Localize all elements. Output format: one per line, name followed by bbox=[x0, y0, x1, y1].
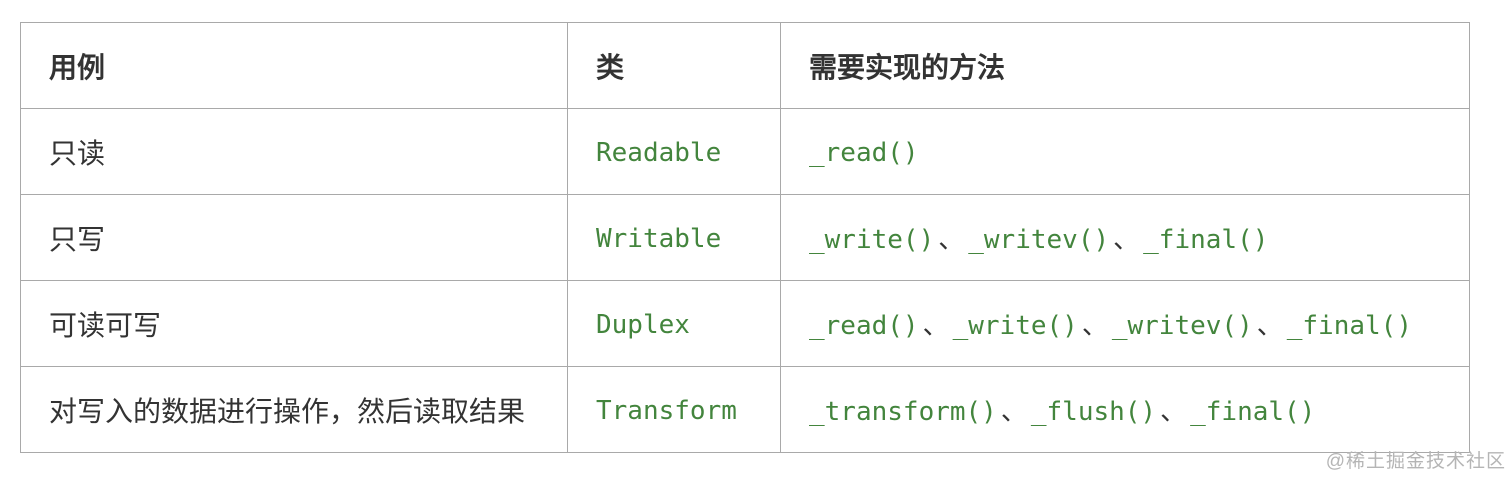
method-name: _write() bbox=[809, 225, 935, 255]
method-separator: 、 bbox=[1081, 311, 1108, 341]
method-name: _flush() bbox=[1030, 397, 1157, 427]
methods-cell: _transform()、_flush()、_final() bbox=[780, 366, 1470, 453]
table-row-duplex: 可读可写 Duplex _read()、_write()、_writev()、_… bbox=[20, 280, 1470, 367]
table-row-transform: 对写入的数据进行操作，然后读取结果 Transform _transform()… bbox=[20, 366, 1470, 453]
method-separator: 、 bbox=[1000, 397, 1027, 427]
use-case-cell: 只读 bbox=[20, 108, 568, 195]
method-name: _writev() bbox=[1111, 311, 1253, 341]
class-name: Writable bbox=[596, 223, 722, 254]
header-class: 类 bbox=[567, 22, 781, 109]
method-name: _write() bbox=[952, 311, 1078, 341]
use-case-cell: 对写入的数据进行操作，然后读取结果 bbox=[20, 366, 568, 453]
method-separator: 、 bbox=[1160, 397, 1187, 427]
watermark: @稀土掘金技术社区 bbox=[1325, 451, 1506, 472]
method-separator: 、 bbox=[1256, 311, 1283, 341]
class-cell: Writable bbox=[567, 194, 781, 281]
class-cell: Readable bbox=[567, 108, 781, 195]
use-case-cell: 只写 bbox=[20, 194, 568, 281]
class-cell: Transform bbox=[567, 366, 781, 453]
method-separator: 、 bbox=[922, 311, 949, 341]
methods-cell: _write()、_writev()、_final() bbox=[780, 194, 1470, 281]
method-separator: 、 bbox=[1113, 225, 1140, 255]
method-name: _final() bbox=[1190, 397, 1316, 427]
streams-implementation-table: 用例 类 需要实现的方法 只读 Readable _read() 只写 Writ… bbox=[20, 22, 1470, 453]
class-name: Duplex bbox=[596, 309, 690, 340]
use-case-cell: 可读可写 bbox=[20, 280, 568, 367]
methods-cell: _read() bbox=[780, 108, 1470, 195]
method-name: _final() bbox=[1286, 311, 1412, 341]
class-cell: Duplex bbox=[567, 280, 781, 367]
table-row-readable: 只读 Readable _read() bbox=[20, 108, 1470, 195]
header-methods: 需要实现的方法 bbox=[780, 22, 1470, 109]
method-name: _final() bbox=[1143, 225, 1269, 255]
table-row-writable: 只写 Writable _write()、_writev()、_final() bbox=[20, 194, 1470, 281]
method-name: _writev() bbox=[968, 225, 1110, 255]
header-row: 用例 类 需要实现的方法 bbox=[20, 22, 1470, 109]
method-name: _transform() bbox=[809, 397, 997, 427]
methods-cell: _read()、_write()、_writev()、_final() bbox=[780, 280, 1470, 367]
class-name: Readable bbox=[596, 137, 722, 168]
method-name: _read() bbox=[809, 137, 919, 168]
method-separator: 、 bbox=[938, 225, 965, 255]
method-name: _read() bbox=[809, 311, 919, 341]
header-use-case: 用例 bbox=[20, 22, 568, 109]
class-name: Transform bbox=[596, 395, 737, 426]
